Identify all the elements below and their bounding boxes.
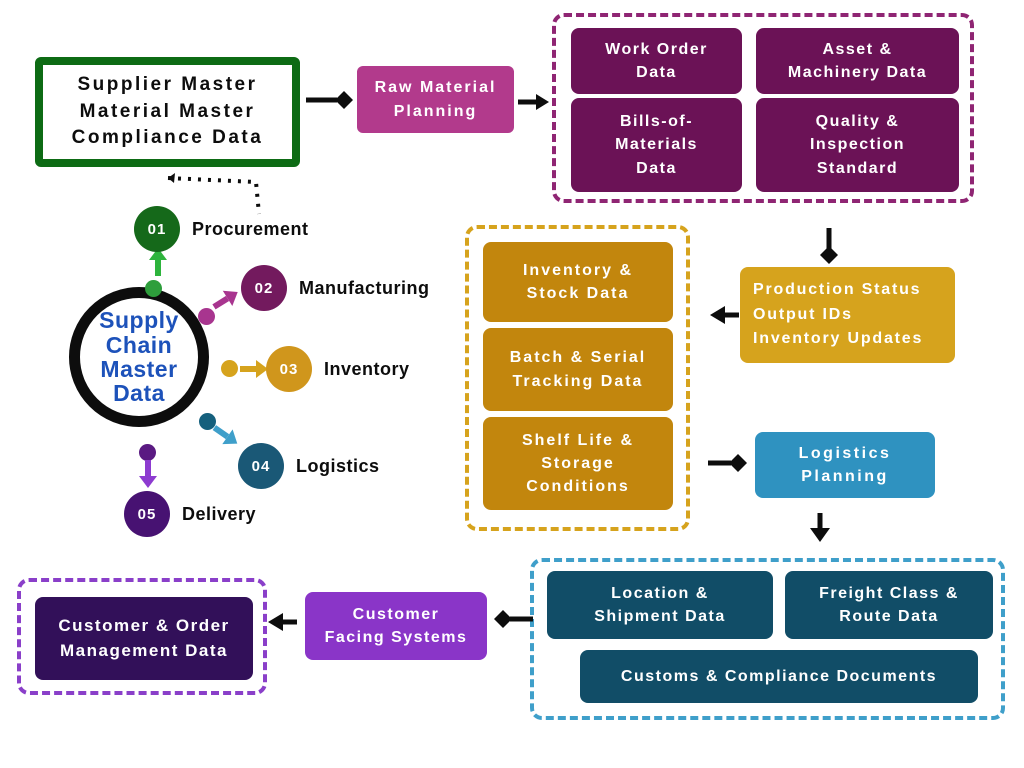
node-delivery: 05 Delivery [124, 491, 256, 537]
node-number-badge: 04 [238, 443, 284, 489]
production-status-box: Production Status Output IDs Inventory U… [740, 267, 955, 363]
node-logistics: 04 Logistics [238, 443, 380, 489]
node-number-badge: 01 [134, 206, 180, 252]
node-number-badge: 05 [124, 491, 170, 537]
arrow-logistics-group-to-customer-facing [494, 610, 533, 628]
arrow-hub-to-procurement [149, 248, 167, 276]
node-manufacturing: 02 Manufacturing [241, 265, 430, 311]
node-label: Delivery [182, 503, 257, 524]
node-procurement: 01 Procurement [134, 206, 309, 252]
ring-dot-procurement [145, 280, 162, 297]
node-label: Logistics [296, 455, 380, 476]
arrow-hub-to-logistics [212, 425, 238, 445]
inventory-data-group: Inventory & Stock Data Batch & Serial Tr… [465, 225, 690, 531]
node-label: Manufacturing [299, 277, 430, 298]
arrow-logistics-planning-to-logistics-group [810, 513, 830, 542]
location-shipment-data-box: Location & Shipment Data [547, 571, 773, 639]
supplier-master-box: Supplier Master Material Master Complian… [35, 57, 300, 167]
raw-material-planning-box: Raw Material Planning [357, 66, 514, 133]
quality-inspection-standard-box: Quality & Inspection Standard [756, 98, 959, 192]
arrow-production-status-to-inventory-group [710, 306, 739, 324]
node-label: Inventory [324, 358, 410, 379]
arrow-customer-facing-to-customer-order [268, 613, 297, 631]
work-order-data-box: Work Order Data [571, 28, 742, 94]
ring-dot-inventory [221, 360, 238, 377]
node-number-badge: 03 [266, 346, 312, 392]
asset-machinery-data-box: Asset & Machinery Data [756, 28, 959, 94]
arrow-hub-to-delivery [139, 460, 157, 488]
node-label: Procurement [192, 218, 309, 239]
node-number-badge: 02 [241, 265, 287, 311]
arrow-raw-material-to-manufacturing-group [518, 94, 549, 110]
arrow-manufacturing-group-to-production-status [820, 228, 838, 264]
batch-serial-tracking-data-box: Batch & Serial Tracking Data [483, 328, 673, 411]
arrow-inventory-group-to-logistics-planning [708, 454, 747, 472]
customer-order-management-data-box: Customer & Order Management Data [35, 597, 253, 680]
supply-chain-hub-circle: Supply Chain Master Data [69, 287, 209, 427]
ring-dot-delivery [139, 444, 156, 461]
freight-class-route-data-box: Freight Class & Route Data [785, 571, 993, 639]
inventory-stock-data-box: Inventory & Stock Data [483, 242, 673, 322]
dotted-connector-supplier-to-procurement [167, 173, 261, 215]
arrow-hub-to-manufacturing [212, 290, 238, 310]
customs-compliance-documents-box: Customs & Compliance Documents [580, 650, 978, 703]
logistics-planning-box: Logistics Planning [755, 432, 935, 498]
ring-dot-logistics [199, 413, 216, 430]
customer-order-group: Customer & Order Management Data [17, 578, 267, 695]
arrow-hub-to-inventory [240, 360, 268, 378]
arrow-supplier-to-raw-material [306, 91, 353, 109]
manufacturing-data-group: Work Order Data Asset & Machinery Data B… [552, 13, 974, 203]
hub-label: Supply Chain Master Data [99, 307, 179, 407]
shelf-life-storage-conditions-box: Shelf Life & Storage Conditions [483, 417, 673, 510]
customer-facing-systems-box: Customer Facing Systems [305, 592, 487, 660]
bills-of-materials-data-box: Bills-of- Materials Data [571, 98, 742, 192]
logistics-data-group: Location & Shipment Data Freight Class &… [530, 558, 1005, 720]
ring-dot-manufacturing [198, 308, 215, 325]
node-inventory: 03 Inventory [266, 346, 410, 392]
